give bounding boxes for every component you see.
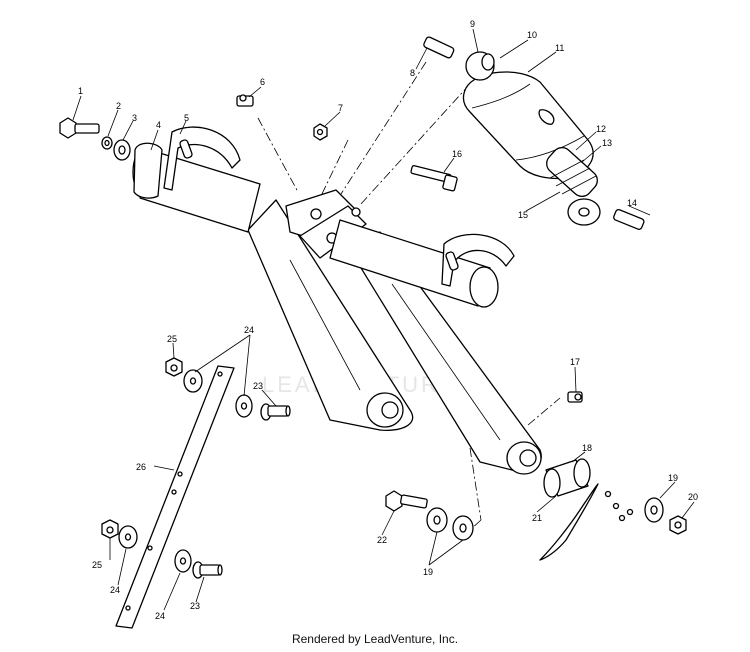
callout-5: 5 (184, 113, 189, 123)
callout-24-left: 24 (110, 585, 120, 595)
credit-footer: Rendered by LeadVenture, Inc. (291, 632, 459, 646)
callout-13: 13 (602, 138, 612, 148)
grease-fitting-17 (567, 391, 583, 403)
limiter-strap-26 (115, 365, 235, 629)
nut-25-top (165, 357, 183, 377)
callout-3: 3 (132, 113, 137, 123)
bolt-23-bottom (192, 561, 223, 579)
washers-19-right (604, 490, 664, 523)
nut-7 (313, 123, 328, 141)
washer-24-b (235, 394, 253, 418)
callout-19-left: 19 (423, 567, 433, 577)
callout-20: 20 (688, 492, 698, 502)
washer-24-c (118, 525, 138, 549)
shock-absorber (462, 51, 601, 226)
callout-25-bottom: 25 (92, 560, 102, 570)
washers-19-left (426, 507, 474, 541)
callout-2: 2 (116, 101, 121, 111)
callout-1: 1 (78, 86, 83, 96)
callout-7: 7 (338, 103, 343, 113)
bolt-1 (59, 117, 100, 139)
callout-15: 15 (518, 210, 528, 220)
callout-24-bottom: 24 (155, 611, 165, 621)
callout-21: 21 (532, 513, 542, 523)
callout-10: 10 (527, 30, 537, 40)
callout-4: 4 (156, 120, 161, 130)
front-arm (349, 231, 542, 475)
center-brackets (285, 189, 367, 259)
pin-14 (613, 209, 645, 230)
grease-fitting-6 (236, 94, 254, 107)
nut-25-bottom (101, 519, 119, 539)
bolt-22 (385, 490, 428, 512)
rear-cross-tube (132, 126, 261, 233)
alignment-lines (257, 61, 561, 531)
nut-20 (669, 515, 687, 535)
pin-8 (423, 36, 455, 59)
washer-3 (113, 139, 131, 161)
callout-26: 26 (136, 462, 146, 472)
callout-11: 11 (555, 43, 564, 53)
callout-9: 9 (470, 19, 475, 29)
bushing-18 (543, 458, 591, 498)
callout-23-bottom: 23 (190, 601, 200, 611)
callout-25-top: 25 (167, 334, 177, 344)
callout-18: 18 (582, 443, 592, 453)
seal-21 (539, 483, 599, 561)
front-cross-tube (329, 219, 515, 308)
callout-24-top: 24 (244, 325, 254, 335)
callout-23-top: 23 (253, 381, 263, 391)
callout-22: 22 (377, 535, 387, 545)
callout-6: 6 (260, 77, 265, 87)
leader-lines (72, 28, 695, 611)
callout-12: 12 (596, 124, 606, 134)
washer-24-d (174, 549, 192, 573)
washer-24-a (183, 369, 203, 393)
callout-19-right: 19 (668, 473, 678, 483)
rear-arm (247, 199, 414, 431)
callout-8: 8 (410, 68, 415, 78)
callout-14: 14 (627, 198, 637, 208)
bolt-23-top (260, 403, 291, 421)
bolt-16 (410, 165, 458, 192)
washer-2 (101, 136, 113, 150)
callout-17: 17 (570, 357, 580, 367)
callout-labels: 1 2 3 4 5 6 7 8 9 10 11 12 13 14 15 16 1… (78, 19, 698, 621)
callout-16: 16 (452, 149, 462, 159)
